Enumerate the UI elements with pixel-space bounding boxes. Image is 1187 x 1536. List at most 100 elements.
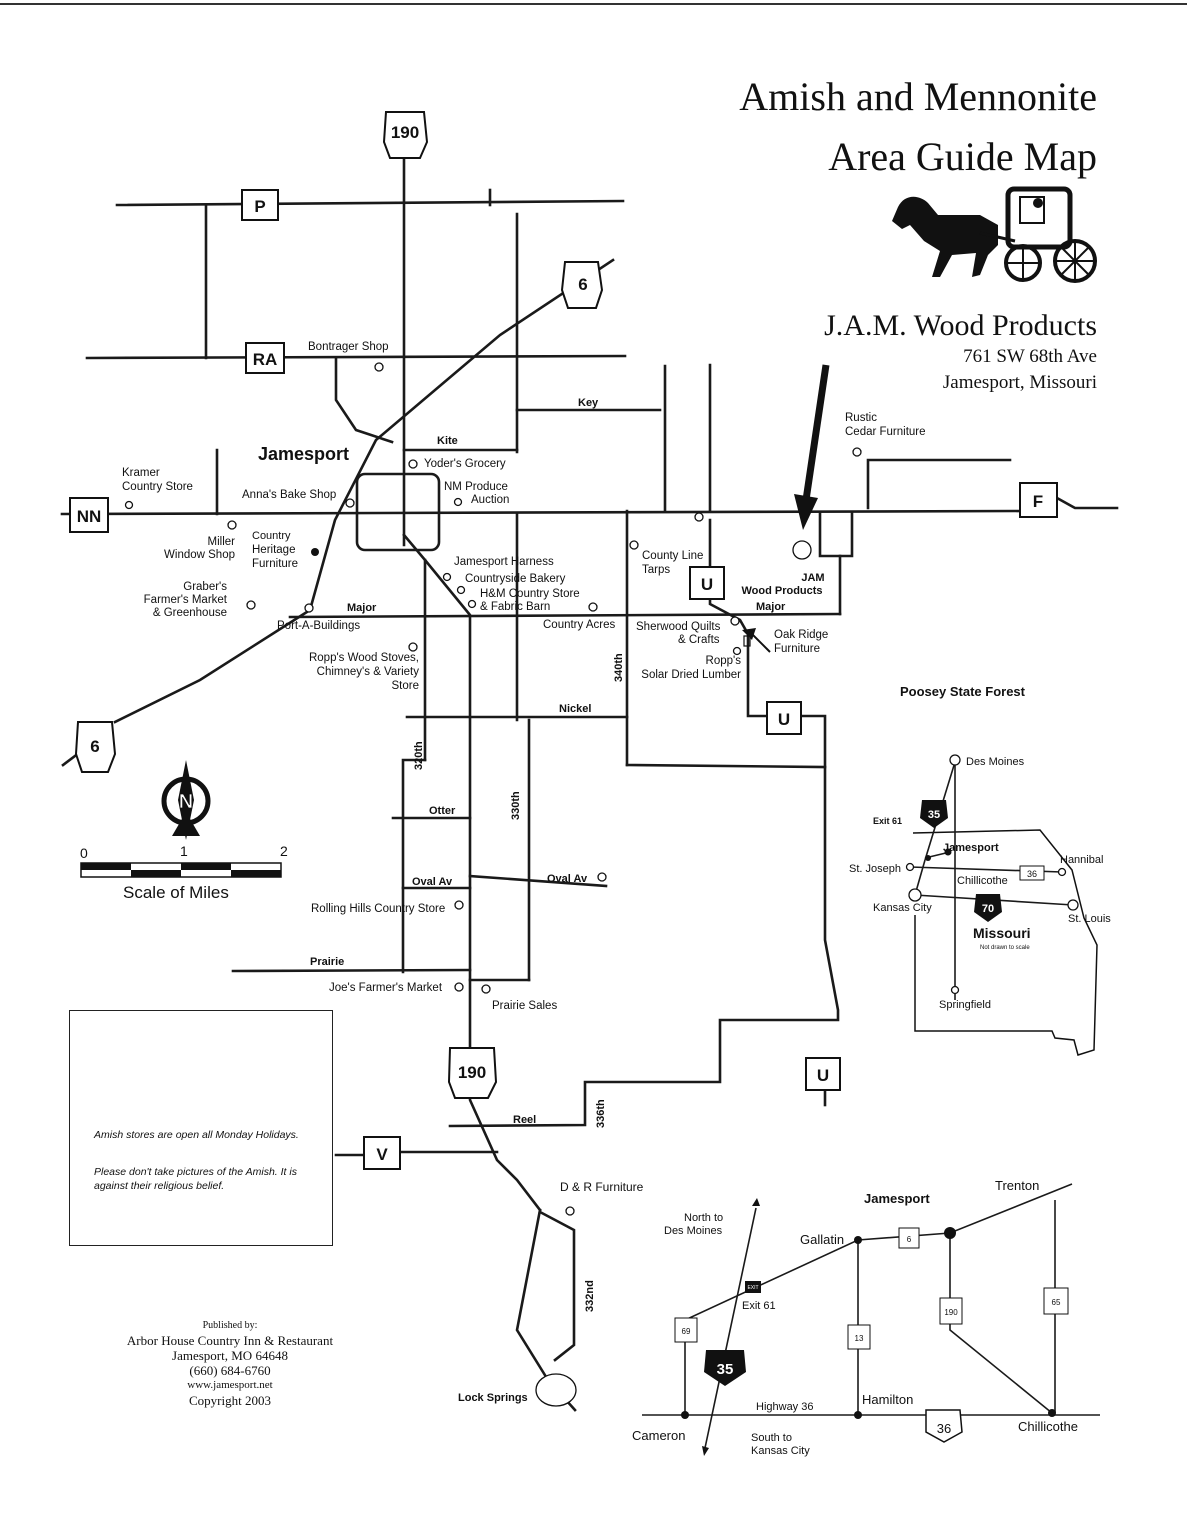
- place-graber-2: Farmer's Market: [144, 594, 228, 606]
- place-jam-1: JAM: [801, 572, 824, 584]
- shield-v: [363, 1136, 401, 1170]
- region-inset-map: Jamesport Trenton North to Des Moines Ga…: [632, 1178, 1100, 1457]
- place-kramer-1: Kramer: [122, 467, 160, 479]
- business-info: J.A.M. Wood Products 761 SW 68th Ave Jam…: [824, 309, 1097, 393]
- road-prairie: [231, 968, 472, 973]
- scale-bar: 0 1 2 Scale of Miles: [80, 843, 288, 902]
- sm-shield-70: [974, 894, 1002, 922]
- road-nn-f: [60, 509, 1022, 516]
- place-harness: Jamesport Harness: [454, 556, 554, 568]
- road-6-west-stub: [61, 754, 77, 767]
- rm-highway36: Highway 36: [756, 1401, 813, 1413]
- label-336th: 336th: [595, 1099, 607, 1128]
- place-ropps-wood-2: Chimney's & Variety: [317, 666, 420, 678]
- publisher-name: Arbor House Country Inn & Restaurant: [126, 1333, 334, 1348]
- horse-buggy-logo: [892, 186, 1097, 283]
- poi-jam: [792, 540, 812, 560]
- rm-r6: 6: [907, 1235, 912, 1244]
- town-square: [355, 472, 441, 552]
- notice-hours: Amish stores are open all Monday Holiday…: [94, 1129, 299, 1141]
- rm-shield-35: [704, 1350, 746, 1386]
- scale-label: Scale of Miles: [123, 883, 229, 902]
- place-ropps-wood-3: Store: [392, 680, 420, 692]
- shield-p-text: P: [254, 197, 265, 216]
- rm-r69: 69: [682, 1327, 691, 1336]
- road-bontrager-loop: [334, 356, 394, 444]
- notice-photos: Please don't take pictures of the Amish.…: [94, 1166, 297, 1192]
- shield-u-1-text: U: [701, 575, 713, 594]
- place-county-line-2: Tarps: [642, 564, 670, 576]
- rm-south-1: South to: [751, 1432, 792, 1444]
- place-graber-3: & Greenhouse: [153, 607, 227, 619]
- label-key: Key: [578, 397, 599, 409]
- sm-shield-35-text: 35: [928, 809, 940, 821]
- place-heritage-1: Country: [252, 530, 291, 542]
- place-miller-1: Miller: [208, 536, 236, 548]
- place-bontrager: Bontrager Shop: [308, 341, 389, 353]
- sm-us36: 36: [1027, 869, 1037, 879]
- publisher-block: Published by: Arbor House Country Inn & …: [110, 1318, 350, 1408]
- place-sherwood-1: Sherwood Quilts: [636, 621, 721, 633]
- publisher-city: Jamesport, MO 64648: [172, 1348, 288, 1363]
- road-332nd: [538, 1210, 576, 1362]
- route-shields: 190 6 6 190 P RA NN F U U U V: [69, 111, 1058, 1170]
- rm-north-1: North to: [684, 1212, 723, 1224]
- missouri-outline: [912, 829, 1098, 1056]
- business-address: 761 SW 68th Ave: [963, 346, 1097, 367]
- location-arrow: [794, 364, 830, 530]
- place-nm-produce-1: NM Produce: [444, 481, 508, 493]
- shield-f: [1019, 482, 1058, 518]
- shield-ra-text: RA: [253, 350, 278, 369]
- poi-dr-furniture: [565, 1206, 575, 1216]
- rm-r190: 190: [944, 1308, 958, 1317]
- label-otter: Otter: [429, 805, 456, 817]
- store-notice-box: Amish stores are open all Monday Holiday…: [69, 1010, 333, 1246]
- place-joes: Joe's Farmer's Market: [329, 982, 443, 994]
- place-yoders: Yoder's Grocery: [424, 458, 506, 470]
- publisher-phone: (660) 684-6760: [189, 1363, 271, 1378]
- poi-ropps-solar-marker: [743, 635, 751, 647]
- poi-prairie-sales: [481, 984, 491, 994]
- shield-p: [241, 189, 279, 221]
- rm-gallatin: Gallatin: [800, 1232, 844, 1247]
- road-6: [113, 258, 615, 724]
- publisher-web: www.jamesport.net: [187, 1379, 273, 1391]
- road-p: [115, 199, 625, 207]
- poi-lock-springs: [535, 1373, 577, 1407]
- scale-tick-2: 2: [280, 843, 288, 859]
- compass-n: N: [179, 791, 193, 813]
- poi-unnamed-1: [694, 512, 704, 522]
- label-prairie: Prairie: [310, 956, 344, 968]
- rm-chillicothe: Chillicothe: [1018, 1419, 1078, 1434]
- place-kramer-2: Country Store: [122, 481, 193, 493]
- rm-shield-us36: [925, 1409, 963, 1443]
- oak-ridge-pointer-head: [742, 628, 756, 640]
- road-u: [448, 518, 840, 1128]
- shield-u-2: [766, 701, 802, 735]
- place-graber-1: Graber's: [183, 581, 227, 593]
- sm-shield-70-text: 70: [982, 903, 994, 915]
- map-title: Amish and Mennonite Area Guide Map: [739, 74, 1097, 179]
- business-city: Jamesport, Missouri: [943, 372, 1097, 393]
- rm-cameron: Cameron: [632, 1428, 685, 1443]
- shield-u-2-text: U: [778, 710, 790, 729]
- title-line-1: Amish and Mennonite: [739, 74, 1097, 119]
- sm-missouri: Missouri: [973, 925, 1031, 941]
- sm-chillicothe: Chillicothe: [957, 875, 1008, 887]
- label-320th: 320th: [413, 741, 425, 770]
- rm-hamilton: Hamilton: [862, 1392, 913, 1407]
- place-rustic-1: Rustic: [845, 412, 877, 424]
- poi-ropps-solar: [732, 646, 742, 656]
- place-hm-2: & Fabric Barn: [480, 601, 550, 613]
- label-major-west: Major: [347, 602, 377, 614]
- label-332nd: 332nd: [584, 1280, 596, 1312]
- poi-oval-east: [597, 872, 607, 882]
- road-340th-east: [625, 763, 827, 769]
- road-network: [60, 158, 1119, 1412]
- poi-bakery: [456, 585, 466, 595]
- sm-poi-st-louis: [1067, 899, 1079, 911]
- place-rolling-hills: Rolling Hills Country Store: [311, 903, 445, 915]
- poi-sherwood: [730, 616, 740, 626]
- shield-ra: [245, 342, 285, 374]
- shield-6-top-text: 6: [578, 275, 587, 294]
